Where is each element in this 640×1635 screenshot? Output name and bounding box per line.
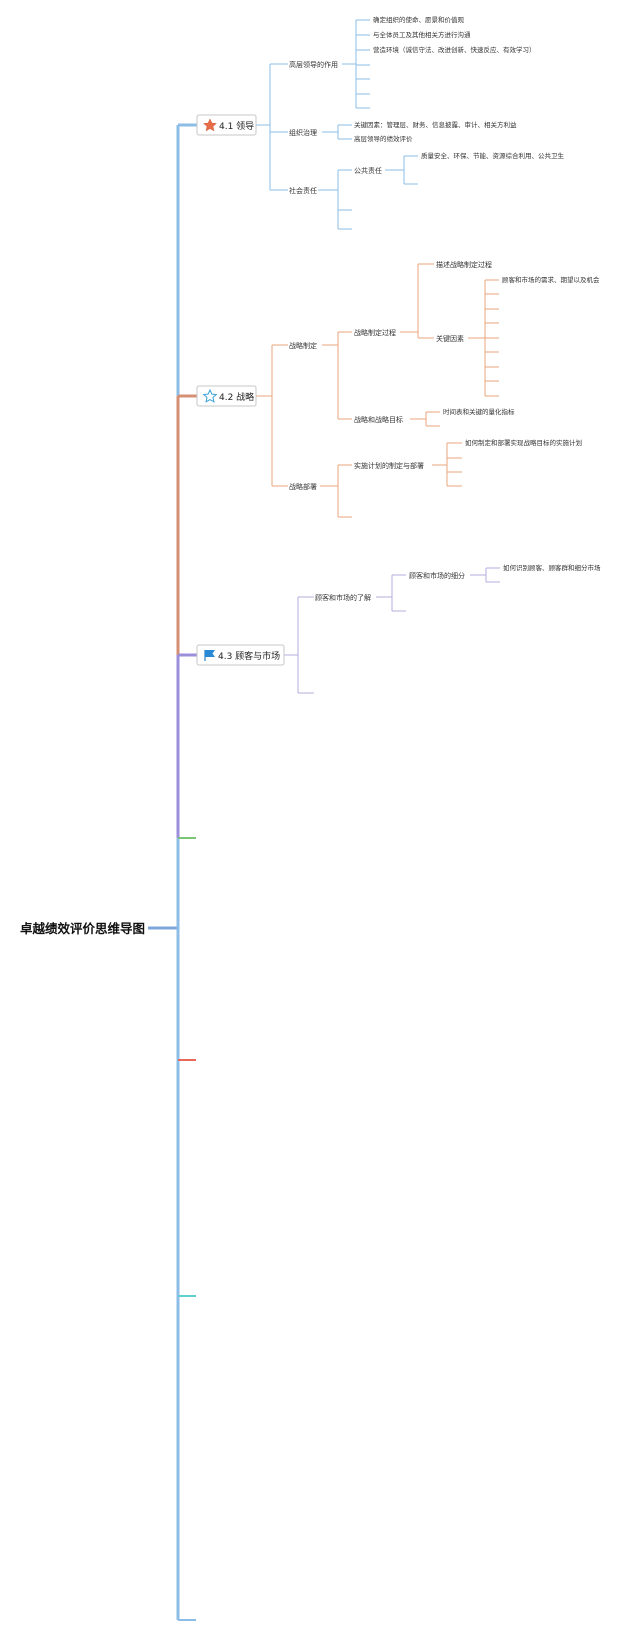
customer-understanding-label: 顾客和市场的了解	[315, 593, 371, 602]
branch-strategy	[256, 263, 499, 518]
strategic-objectives-item: 时间表和关键的量化指标	[443, 407, 515, 416]
root-title: 卓越绩效评价思维导图	[20, 921, 145, 936]
governance-label: 组织治理	[289, 128, 317, 137]
governance-item: 高层领导的绩效评价	[354, 134, 413, 143]
star-filled-icon	[203, 118, 217, 132]
leadership-node[interactable]: 4.1 领导	[196, 114, 257, 136]
key-factors-label: 关键因素	[436, 334, 464, 343]
strategy-deployment-label: 战略部署	[289, 482, 317, 491]
customer-segmentation-item: 如何识别顾客、顾客群和细分市场	[503, 563, 601, 572]
key-factors-item: 顾客和市场的需求、期望以及机会	[502, 275, 600, 284]
strategy-formulation-label: 战略制定	[289, 341, 317, 350]
leadership-label: 4.1 领导	[219, 120, 254, 132]
action-plan-label: 实施计划的制定与部署	[354, 461, 424, 470]
leadership-role-item: 与全体员工及其他相关方进行沟通	[373, 30, 471, 39]
describe-process-label: 描述战略制定过程	[436, 260, 492, 269]
customer-segmentation-label: 顾客和市场的细分	[409, 571, 465, 580]
public-responsibility-label: 公共责任	[354, 166, 382, 175]
governance-item: 关键因素：管理层、财务、信息披露、审计、相关方利益	[354, 120, 517, 129]
strategy-process-label: 战略制定过程	[354, 328, 396, 337]
leadership-role-label: 高层领导的作用	[289, 60, 338, 69]
social-responsibility-label: 社会责任	[289, 186, 317, 195]
public-responsibility-item: 质量安全、环保、节能、资源综合利用、公共卫生	[421, 151, 565, 160]
strategic-objectives-label: 战略和战略目标	[354, 415, 403, 424]
leadership-role-item: 营造环境（诚信守法、改进创新、快速反应、有效学习）	[373, 45, 536, 54]
branch-leadership	[256, 19, 418, 230]
star-outline-icon	[202, 388, 218, 403]
strategy-node[interactable]: 4.2 战略	[196, 385, 257, 407]
customer-node[interactable]: 4.3 顾客与市场	[196, 644, 285, 666]
customer-label: 4.3 顾客与市场	[218, 650, 280, 662]
branch-customer	[284, 567, 500, 694]
main-trunk	[148, 123, 197, 1621]
flag-icon	[204, 650, 215, 661]
leadership-role-item: 确定组织的使命、愿景和价值观	[373, 15, 465, 24]
strategy-label: 4.2 战略	[219, 391, 254, 403]
action-plan-item: 如何制定和部署实现战略目标的实施计划	[465, 438, 582, 447]
